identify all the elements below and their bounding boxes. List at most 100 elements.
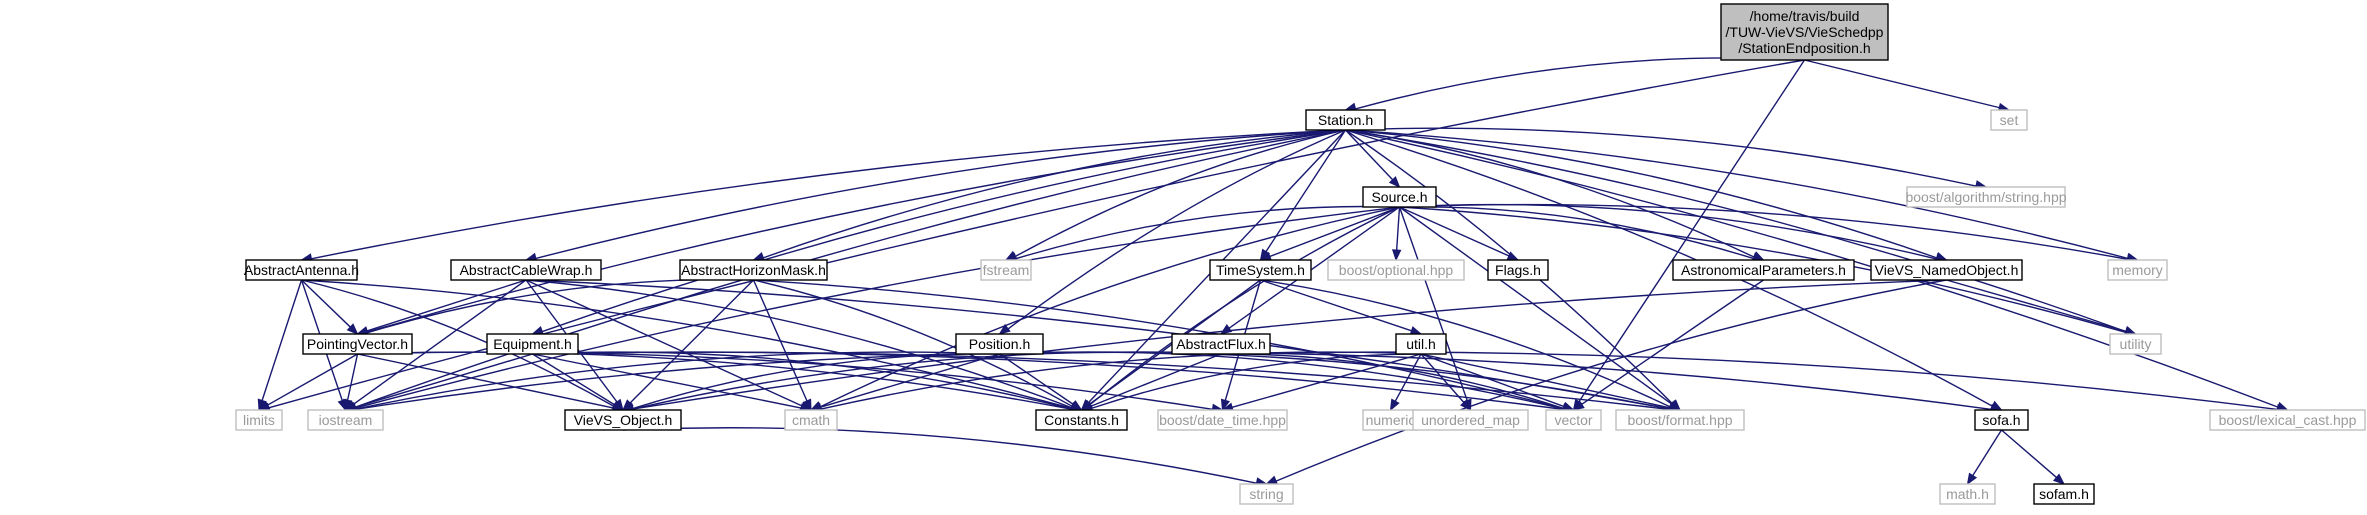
- node-label: iostream: [319, 412, 373, 428]
- edge-line: [1344, 129, 1394, 181]
- node-box: [1157, 409, 1288, 431]
- node-label: math.h: [1946, 486, 1989, 502]
- node-source[interactable]: Source.h: [1362, 186, 1437, 208]
- edge-line: [532, 353, 615, 406]
- node-box: [1487, 259, 1549, 281]
- edge-abs_antenna-to-pointing: [301, 279, 359, 335]
- edge-line: [1420, 353, 1565, 408]
- node-label: numeric: [1366, 412, 1416, 428]
- node-box: [2107, 259, 2168, 281]
- node-equipment[interactable]: Equipment.h: [486, 333, 579, 355]
- node-label: utility: [2120, 336, 2152, 352]
- node-label: VieVS_Object.h: [574, 412, 673, 428]
- edge-source-to-cmath: [809, 206, 1400, 411]
- node-label: AstronomicalParameters.h: [1681, 262, 1846, 278]
- edge-source-to-constants: [1080, 206, 1400, 411]
- node-position[interactable]: Position.h: [955, 333, 1044, 355]
- node-label: util.h: [1406, 336, 1436, 352]
- edge-line: [1345, 129, 1673, 405]
- edge-line: [1007, 129, 1346, 330]
- node-named[interactable]: VieVS_NamedObject.h: [1870, 259, 2023, 281]
- node-box: [1395, 333, 1447, 355]
- node-limits: limits: [235, 409, 283, 431]
- edge-equipment-to-vievs_obj: [532, 353, 625, 411]
- node-label: Equipment.h: [493, 336, 572, 352]
- node-box: [1939, 483, 1996, 505]
- node-box: [980, 259, 1032, 281]
- node-abs_antenna[interactable]: AbstractAntenna.h: [244, 259, 359, 281]
- node-root[interactable]: /home/travis/build/TUW-VieVS/VieSchedpp/…: [1720, 3, 1889, 61]
- node-vievs_obj[interactable]: VieVS_Object.h: [564, 409, 682, 431]
- node-label: boost/lexical_cast.hpp: [2219, 412, 2357, 428]
- edge-position-to-constants: [999, 353, 1083, 411]
- node-util[interactable]: util.h: [1395, 333, 1447, 355]
- node-abs_cable[interactable]: AbstractCableWrap.h: [450, 259, 602, 281]
- edge-astro-to-vector: [1572, 279, 1764, 411]
- edge-line: [1220, 353, 1564, 410]
- node-box: [1209, 259, 1312, 281]
- node-pointing[interactable]: PointingVector.h: [302, 333, 413, 355]
- node-flags[interactable]: Flags.h: [1487, 259, 1549, 281]
- edge-arrowhead: [1459, 398, 1472, 412]
- node-mathh: math.h: [1939, 483, 1996, 505]
- node-label: fstream: [983, 262, 1030, 278]
- edge-line: [1015, 205, 1400, 260]
- edge-named-to-string: [1265, 279, 1947, 485]
- node-sofam[interactable]: sofam.h: [2033, 483, 2095, 505]
- edge-line: [999, 353, 1074, 405]
- edge-line: [1345, 127, 1977, 187]
- node-label: limits: [243, 412, 275, 428]
- node-box: [2109, 333, 2162, 355]
- node-box: [1720, 3, 1889, 61]
- edge-line: [532, 351, 1671, 411]
- node-label: PointingVector.h: [307, 336, 408, 352]
- edge-arrowhead: [802, 398, 812, 412]
- node-box: [450, 259, 602, 281]
- node-label: Position.h: [969, 336, 1030, 352]
- edge-line: [1395, 206, 1401, 251]
- node-box: [1327, 259, 1465, 281]
- node-box: [1412, 409, 1529, 431]
- edge-line: [1946, 279, 2127, 332]
- node-box: [564, 409, 682, 431]
- node-vector: vector: [1545, 409, 1602, 431]
- node-abs_horizon[interactable]: AbstractHorizonMask.h: [679, 259, 828, 281]
- edge-arrowhead: [1220, 398, 1230, 412]
- node-boost_fmt: boost/format.hpp: [1615, 409, 1745, 431]
- node-label: AbstractFlux.h: [1176, 336, 1265, 352]
- edge-line: [820, 206, 1400, 408]
- node-boost_lex: boost/lexical_cast.hpp: [2209, 409, 2366, 431]
- edge-line: [1398, 206, 1468, 401]
- node-box: [1035, 409, 1128, 431]
- edge-pointing-to-constants: [357, 351, 1083, 413]
- edge-line: [311, 129, 1346, 260]
- edge-abs_horizon-to-cmath: [752, 279, 812, 412]
- edge-line: [753, 279, 1564, 410]
- edge-source-to-boost_opt: [1391, 206, 1402, 262]
- edge-line: [541, 129, 1346, 333]
- edge-line: [353, 279, 527, 405]
- node-box: [1870, 259, 2023, 281]
- node-label: Flags.h: [1495, 262, 1541, 278]
- edge-line: [1228, 206, 1400, 329]
- edge-line: [2001, 429, 2057, 478]
- edge-line: [1394, 353, 1422, 402]
- node-timesystem[interactable]: TimeSystem.h: [1209, 259, 1312, 281]
- edge-arrowhead: [1966, 472, 1978, 486]
- node-station[interactable]: Station.h: [1305, 109, 1386, 131]
- node-astro[interactable]: AstronomicalParameters.h: [1672, 259, 1855, 281]
- edge-line: [763, 129, 1346, 259]
- node-absflux[interactable]: AbstractFlux.h: [1171, 333, 1271, 355]
- edge-line: [1972, 429, 2003, 476]
- edge-line: [1399, 206, 1510, 257]
- edge-arrowhead: [1572, 400, 1585, 411]
- node-box: [2209, 409, 2366, 431]
- node-label: boost/format.hpp: [1627, 412, 1732, 428]
- edge-line: [525, 279, 803, 407]
- node-label: /TUW-VieVS/VieSchedpp: [1726, 24, 1884, 40]
- node-constants[interactable]: Constants.h: [1035, 409, 1128, 431]
- node-label: Constants.h: [1044, 412, 1119, 428]
- edge-abs_horizon-to-vievs_obj: [622, 279, 754, 411]
- node-label: AbstractAntenna.h: [244, 262, 359, 278]
- node-sofa[interactable]: sofa.h: [1974, 409, 2029, 431]
